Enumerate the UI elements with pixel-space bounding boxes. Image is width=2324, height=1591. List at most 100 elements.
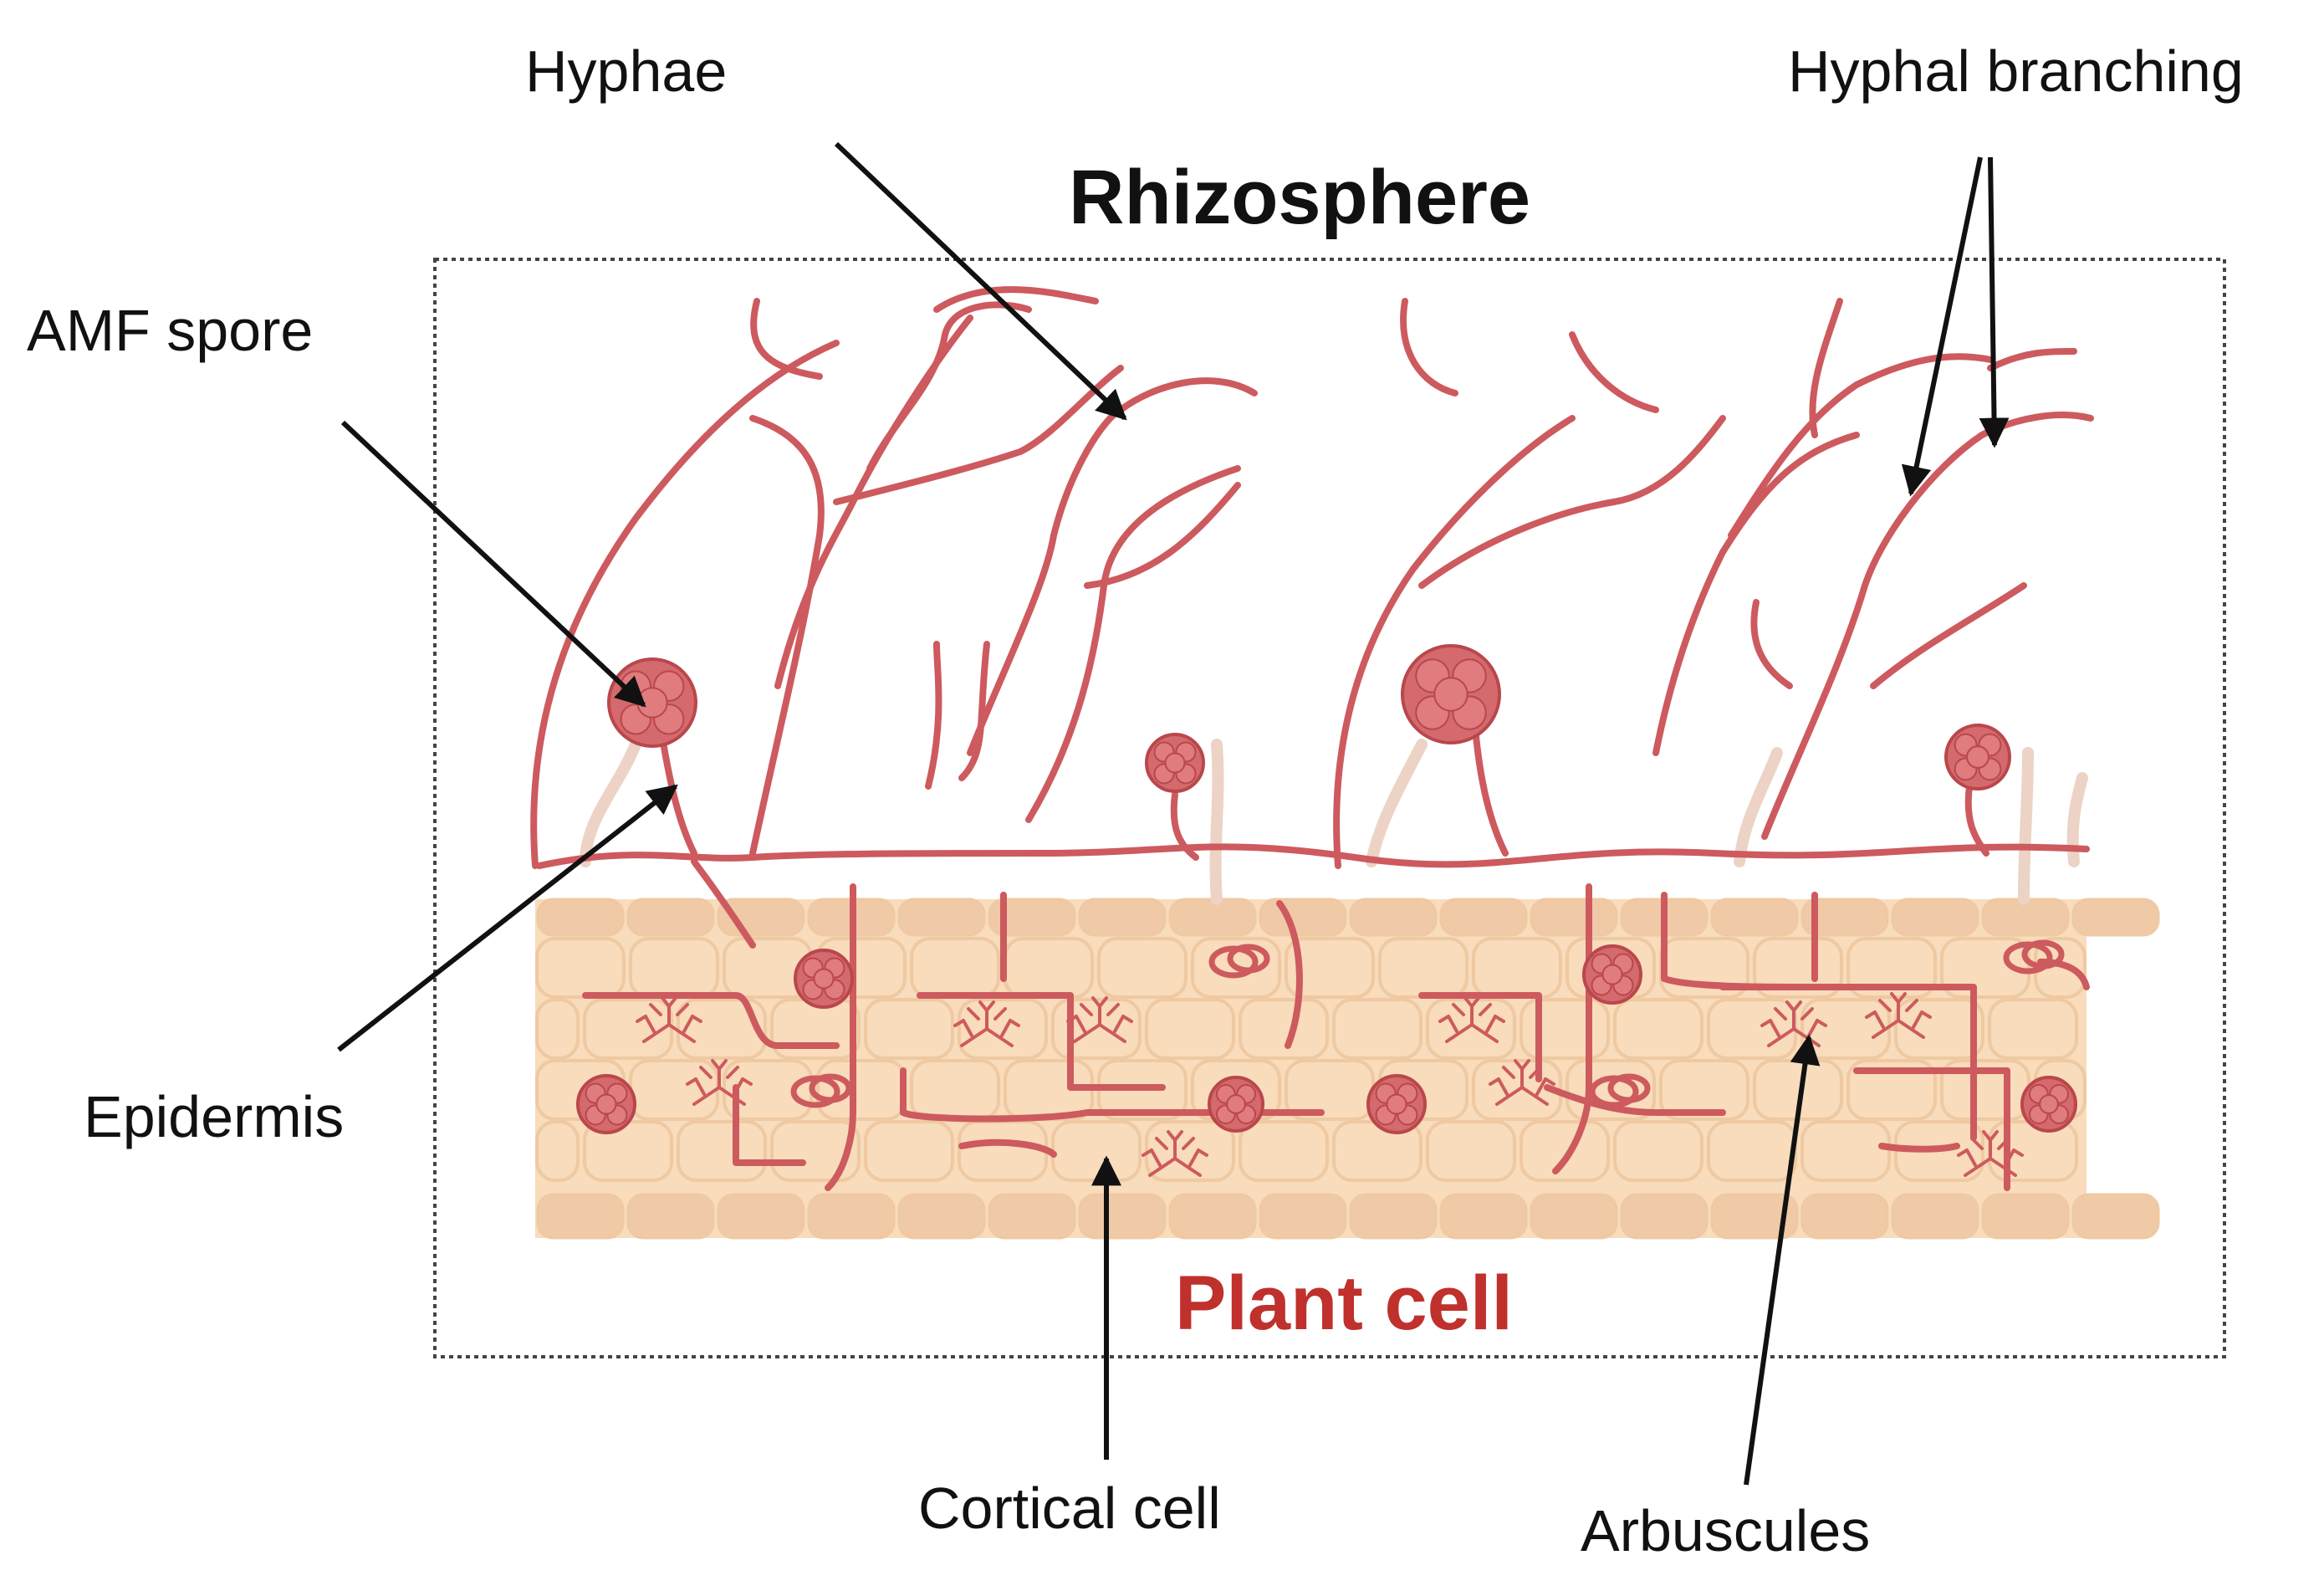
epidermis-cell bbox=[536, 898, 625, 937]
hyphae-network bbox=[530, 286, 2094, 1191]
hypha-strand bbox=[1276, 900, 1303, 1049]
hypha-strand bbox=[933, 286, 1099, 313]
hypha-strand bbox=[1750, 599, 1793, 689]
arbuscule-branch bbox=[1912, 1010, 1923, 1029]
root-hair bbox=[1734, 747, 1783, 867]
arbuscule-branch bbox=[667, 996, 677, 1008]
arbuscule-branch bbox=[1497, 1077, 1509, 1096]
hypha-strand bbox=[866, 301, 1032, 472]
epidermis-cell bbox=[626, 898, 715, 937]
amf-spore bbox=[607, 657, 697, 748]
epidermis-cell bbox=[1710, 1193, 1799, 1240]
hypha-strand bbox=[1761, 412, 2094, 840]
arbuscule-branch bbox=[1774, 1007, 1787, 1021]
arbuscule-branch bbox=[962, 1019, 973, 1037]
root-hairs bbox=[580, 739, 2088, 905]
arbuscule bbox=[1438, 996, 1505, 1043]
cortical-cell bbox=[1613, 1120, 1703, 1182]
amf-spore-label: AMF spore bbox=[27, 298, 314, 363]
frame-box bbox=[433, 258, 2226, 1358]
cortical-cell bbox=[535, 1120, 580, 1182]
cortical-cell bbox=[1426, 998, 1516, 1060]
arbuscule-branch bbox=[676, 1003, 689, 1016]
cortical-cell bbox=[958, 1120, 1048, 1182]
epidermis-cell bbox=[897, 898, 986, 937]
rhizosphere-title: Rhizosphere bbox=[1069, 155, 1531, 240]
hypha-strand bbox=[1552, 883, 1592, 1174]
cortical-cell bbox=[1426, 1120, 1516, 1182]
arbuscule-branch bbox=[967, 1007, 980, 1021]
arbuscule-branch bbox=[1447, 1015, 1458, 1033]
arbuscule-branch bbox=[733, 1077, 744, 1096]
arbuscule-branch bbox=[726, 1066, 739, 1079]
arbuscule-branch bbox=[1091, 996, 1101, 1008]
epidermis-label: Epidermis bbox=[84, 1084, 345, 1149]
arbuscule-branch bbox=[1769, 1019, 1780, 1037]
cortical-cell bbox=[1004, 937, 1094, 999]
arbuscule-branch bbox=[741, 1077, 753, 1086]
cortical-cell bbox=[1285, 937, 1375, 999]
arbuscule-branch bbox=[711, 1059, 721, 1071]
arbuscule-branch bbox=[1965, 1148, 1977, 1167]
hypha-strand bbox=[1809, 298, 1843, 438]
arbuscule-branch bbox=[1106, 1003, 1120, 1016]
arbuscule-branch bbox=[1075, 1015, 1086, 1033]
cortical-cell bbox=[1988, 998, 2078, 1060]
epidermis-cell bbox=[988, 898, 1076, 937]
epidermis-cell bbox=[1439, 1193, 1528, 1240]
hypha-strand bbox=[958, 641, 990, 781]
hypha-strand bbox=[833, 365, 1124, 505]
epidermis-cell bbox=[1349, 1193, 1438, 1240]
epidermis-cell bbox=[1530, 1193, 1618, 1240]
arbuscule-branch bbox=[1982, 1130, 1992, 1142]
hyphal-coil bbox=[809, 1073, 852, 1103]
arbuscule-branch bbox=[1485, 1015, 1497, 1033]
arbuscule bbox=[1142, 1130, 1208, 1177]
arbuscule-branch bbox=[1182, 1137, 1195, 1150]
epidermis-cell bbox=[626, 1193, 715, 1240]
epidermis-cell bbox=[988, 1193, 1076, 1240]
hypha-strand bbox=[1964, 783, 1989, 857]
arbuscule-branch bbox=[1142, 1148, 1153, 1157]
cortical-cell bbox=[1707, 1120, 1797, 1182]
arbuscule-branch bbox=[682, 1015, 694, 1033]
hypha-strand bbox=[1473, 733, 1509, 857]
vesicle bbox=[1582, 944, 1642, 1005]
arbuscule-branch bbox=[1957, 1148, 1969, 1157]
arbuscule-branch bbox=[1792, 1000, 1802, 1012]
cortical-cell bbox=[864, 1120, 954, 1182]
arbuscule-branch bbox=[1897, 992, 1907, 1004]
arbuscule bbox=[1489, 1059, 1555, 1106]
epidermis-cell bbox=[1891, 1193, 1979, 1240]
hypha-strand bbox=[1400, 298, 1458, 396]
cortical-cell bbox=[1613, 998, 1703, 1060]
vesicle bbox=[1208, 1076, 1264, 1133]
arbuscule-branch bbox=[1529, 1066, 1542, 1079]
spore-cell bbox=[813, 968, 835, 990]
arbuscules-arrow bbox=[1744, 1034, 1821, 1486]
arbuscule-branch bbox=[1807, 1019, 1819, 1037]
epidermis-cell bbox=[1078, 898, 1167, 937]
epidermis-cell bbox=[897, 1193, 986, 1240]
hypha-strand bbox=[749, 415, 825, 857]
epidermis-cell bbox=[717, 1193, 805, 1240]
arbuscule-branch bbox=[691, 1015, 702, 1023]
root-hair bbox=[2018, 747, 2034, 905]
arbuscule-branch bbox=[1520, 1059, 1530, 1071]
hyphal-coil bbox=[2021, 939, 2065, 969]
plant-cell-title: Plant cell bbox=[1175, 1261, 1513, 1346]
spore-cell bbox=[1966, 745, 1989, 769]
arbuscule-branch bbox=[1816, 1019, 1827, 1027]
small-spore bbox=[1145, 733, 1205, 793]
cortical-cell bbox=[910, 1059, 1000, 1121]
vesicle bbox=[1366, 1074, 1427, 1134]
hypha-strand bbox=[1418, 992, 1542, 1082]
arbuscule-branch bbox=[985, 1000, 995, 1012]
hypha-strand bbox=[1170, 791, 1199, 861]
epidermis-cell bbox=[1710, 898, 1799, 937]
spore-cell bbox=[595, 1093, 617, 1115]
arbuscule-branch bbox=[694, 1077, 706, 1096]
cortical-cell bbox=[1520, 1120, 1610, 1182]
